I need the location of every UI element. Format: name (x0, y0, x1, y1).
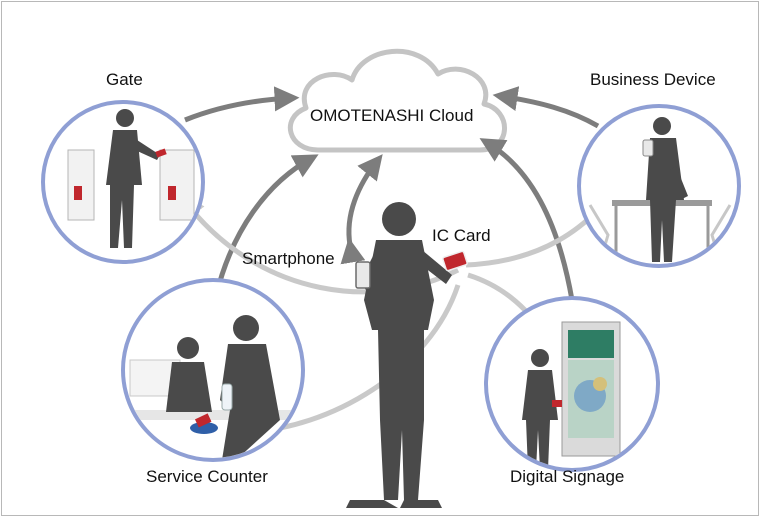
counter-bottle (221, 383, 233, 411)
digital-signage-node (484, 296, 660, 472)
smartphone-device (355, 261, 371, 289)
arrow-person-cloud-bidirectional (340, 154, 383, 265)
gate-label: Gate (106, 70, 143, 89)
cloud-shape (287, 48, 507, 153)
digital-signage-label: Digital Signage (510, 467, 625, 486)
arrow-counter-to-cloud (213, 154, 319, 297)
business-person-silhouette (646, 117, 688, 262)
cloud-label: OMOTENASHI Cloud (310, 106, 474, 125)
ic-card (442, 250, 468, 272)
counter-card-reader (190, 422, 218, 434)
service-counter-node (121, 278, 305, 462)
business-device-label: Business Device (590, 70, 716, 89)
counter-customer-silhouette (220, 315, 280, 458)
signage-person-silhouette (522, 349, 558, 468)
gate-barrier-right (159, 149, 195, 221)
counter-clerk-silhouette (166, 337, 212, 412)
service-counter-label: Service Counter (146, 467, 268, 486)
business-device-tablet (642, 139, 654, 157)
arrow-signage-to-cloud (479, 138, 575, 301)
gate-barrier-left (67, 149, 95, 221)
smartphone-label: Smartphone (242, 249, 335, 268)
arrow-business-to-cloud (492, 86, 600, 129)
ic-card-label: IC Card (432, 226, 491, 245)
gate-person-silhouette (106, 109, 160, 248)
business-device-node (577, 104, 741, 268)
central-person-silhouette (346, 202, 452, 508)
gate-node (41, 100, 205, 264)
arrow-gate-to-cloud (184, 86, 300, 123)
